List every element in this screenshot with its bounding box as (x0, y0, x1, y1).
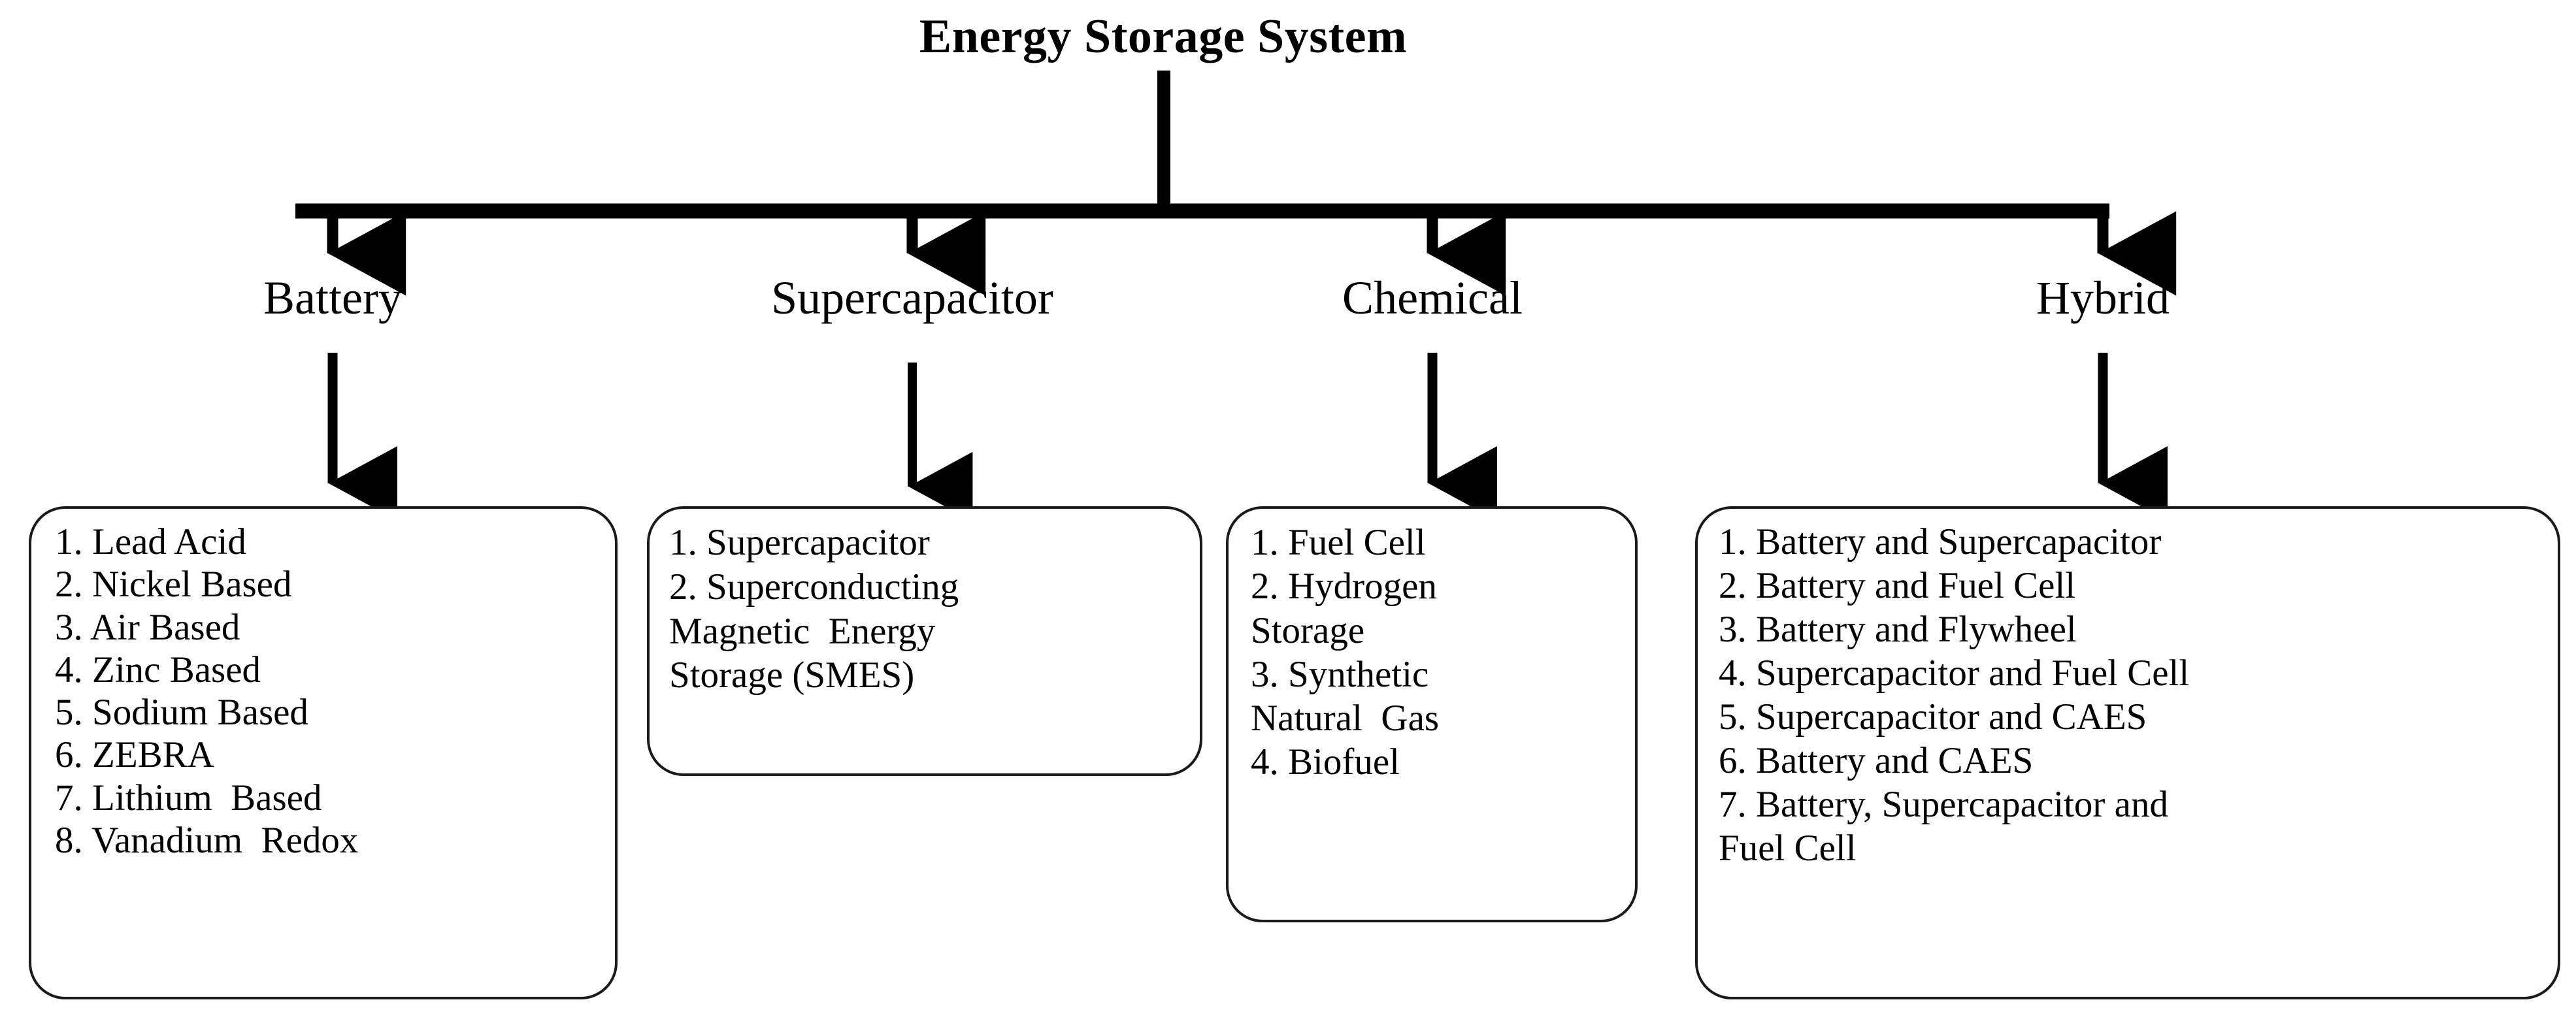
hybrid-item-list: 1. Battery and Supercapacitor 2. Battery… (1719, 521, 2541, 871)
list-item: 5. Sodium Based (55, 692, 308, 733)
list-item: 4. Biofuel (1251, 741, 1400, 783)
branch-label-chemical: Chemical (1342, 272, 1523, 324)
battery-item-list: 1. Lead Acid 2. Nickel Based 3. Air Base… (55, 521, 598, 862)
list-item: 4. Supercapacitor and Fuel Cell (1719, 652, 2190, 694)
list-item: 2. Hydrogen Storage (1251, 566, 1437, 651)
supercapacitor-item-list: 1. Supercapacitor 2. Superconducting Mag… (669, 521, 1183, 698)
list-item: 2. Battery and Fuel Cell (1719, 564, 2076, 606)
list-item: 1. Fuel Cell (1251, 522, 1426, 563)
leaf-box-chemical: 1. Fuel Cell 2. Hydrogen Storage 3. Synt… (1226, 506, 1638, 922)
list-item: 1. Lead Acid (55, 521, 246, 562)
list-item: 8. Vanadium Redox (55, 819, 359, 861)
list-item: 6. ZEBRA (55, 734, 214, 776)
list-item: 4. Zinc Based (55, 649, 261, 690)
list-item: 5. Supercapacitor and CAES (1719, 696, 2147, 737)
branch-label-battery: Battery (263, 272, 402, 324)
list-item: 3. Air Based (55, 606, 240, 648)
list-item: 1. Supercapacitor (669, 522, 930, 563)
leaf-box-battery: 1. Lead Acid 2. Nickel Based 3. Air Base… (29, 506, 618, 999)
list-item: 2. Nickel Based (55, 564, 292, 606)
branch-label-supercapacitor: Supercapacitor (771, 272, 1053, 324)
list-item: 7. Battery, Supercapacitor and Fuel Cell (1719, 783, 2168, 869)
list-item: 2. Superconducting Magnetic Energy Stora… (669, 566, 959, 696)
chemical-item-list: 1. Fuel Cell 2. Hydrogen Storage 3. Synt… (1251, 521, 1618, 784)
list-item: 3. Battery and Flywheel (1719, 608, 2077, 650)
branch-label-hybrid: Hybrid (2036, 272, 2170, 324)
leaf-box-supercapacitor: 1. Supercapacitor 2. Superconducting Mag… (647, 506, 1202, 776)
leaf-box-hybrid: 1. Battery and Supercapacitor 2. Battery… (1695, 506, 2560, 999)
list-item: 7. Lithium Based (55, 777, 322, 818)
list-item: 3. Synthetic Natural Gas (1251, 653, 1440, 739)
page-title: Energy Storage System (919, 10, 1408, 63)
list-item: 1. Battery and Supercapacitor (1719, 521, 2162, 562)
list-item: 6. Battery and CAES (1719, 739, 2034, 781)
